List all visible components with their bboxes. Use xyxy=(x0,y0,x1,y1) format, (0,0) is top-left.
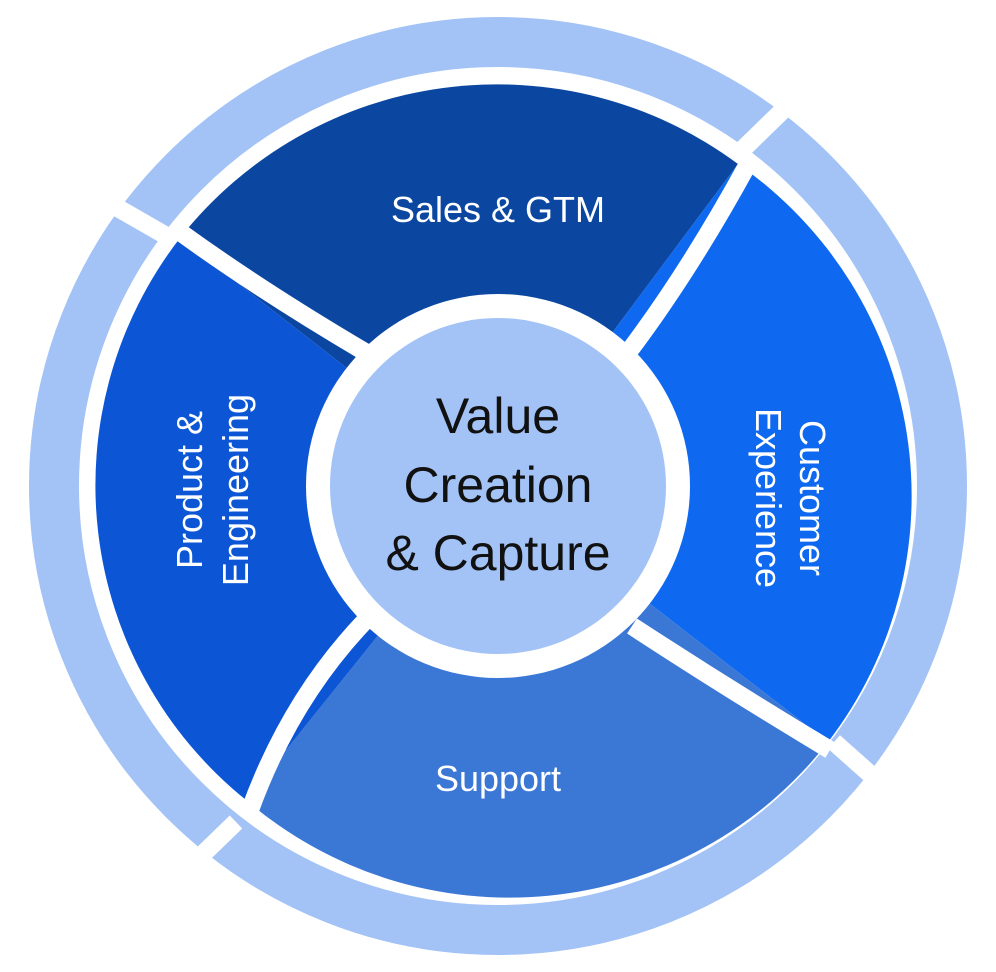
segment-sales-gtm[interactable] xyxy=(180,84,738,486)
center-hub-circle[interactable] xyxy=(330,318,666,654)
segment-label-customer: Customer xyxy=(792,420,833,576)
outer-ring xyxy=(29,17,967,955)
outer-ring-gap xyxy=(85,184,175,246)
segment-separator xyxy=(627,618,835,758)
outer-ring-band xyxy=(29,17,967,955)
segment-label-experience: Experience xyxy=(748,408,789,588)
segment-separator xyxy=(241,615,371,814)
outer-ring-gap xyxy=(733,69,825,159)
segment-separator xyxy=(174,224,370,360)
segment-separator xyxy=(622,159,756,356)
segment-label-sales-gtm: Sales & GTM xyxy=(391,189,605,230)
segment-product-engineering[interactable] xyxy=(95,238,499,800)
center-label-line-1: Value xyxy=(436,388,560,444)
outer-ring-gap xyxy=(163,815,243,893)
segment-customer-experience[interactable] xyxy=(498,164,912,742)
segment-support[interactable] xyxy=(246,486,828,898)
segment-label-support: Support xyxy=(435,758,561,799)
segment-label-product: Product & xyxy=(169,411,210,569)
center-label-line-3: & Capture xyxy=(385,525,610,581)
segment-label-engineering: Engineering xyxy=(215,394,256,586)
segment-label-customer-experience: Customer Experience xyxy=(748,408,833,588)
segment-labels: Sales & GTM Customer Experience Support … xyxy=(169,189,833,799)
center-hub: Value Creation & Capture xyxy=(306,294,690,678)
segment-label-product-engineering: Product & Engineering xyxy=(169,394,256,586)
outer-ring-gap xyxy=(828,735,912,813)
center-label-line-2: Creation xyxy=(404,457,593,513)
